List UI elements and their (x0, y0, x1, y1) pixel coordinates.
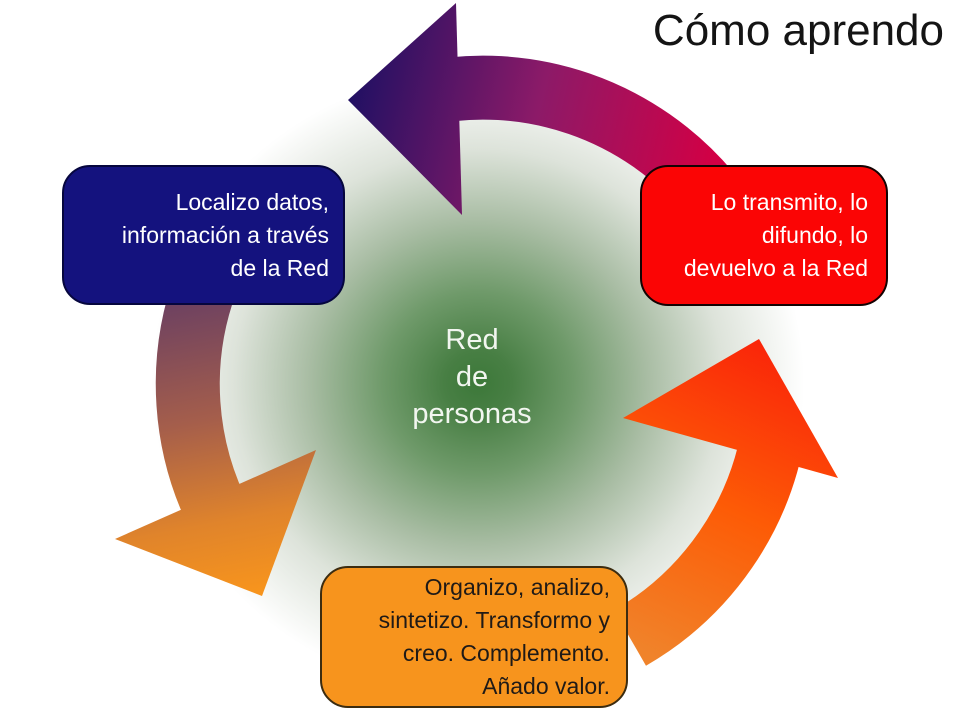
center-label: Red de personas (397, 322, 547, 433)
slide-title: Cómo aprendo (652, 6, 944, 55)
callout-locate-line: información a través (121, 221, 329, 248)
cycle-arrow-bottom-right-body (613, 423, 806, 666)
callout-organize-line: creo. Complemento. (402, 640, 610, 666)
cycle-arrow-bottom-right (613, 339, 838, 666)
cycle-arrow-bottom-right-head (623, 339, 838, 478)
cycle-arrow-top (348, 3, 734, 215)
cycle-arrow-top-head (348, 3, 462, 215)
center-label-line: personas (412, 398, 532, 430)
center-label-line: Red (445, 324, 499, 356)
callout-transmit-box: Lo transmito, lo difundo, lo devuelvo a … (640, 165, 888, 306)
callout-organize-box: Organizo, analizo, sintetizo. Transformo… (320, 566, 628, 708)
callout-locate-line: Localizo datos, (175, 188, 329, 215)
callout-transmit-line: Lo transmito, lo (710, 189, 868, 215)
cycle-arrow-left (115, 270, 316, 596)
callout-transmit-line: difundo, lo (761, 222, 868, 248)
cycle-arrow-top-body (415, 55, 734, 214)
center-label-line: de (455, 361, 489, 393)
cycle-arrow-left-head (115, 450, 316, 596)
callout-organize-line: Añado valor. (482, 673, 610, 699)
callout-transmit-line: devuelvo a la Red (683, 255, 868, 281)
cycle-arrow-left-body (155, 270, 251, 537)
callout-locate-line: de la Red (230, 254, 329, 281)
callout-organize-line: sintetizo. Transformo y (378, 607, 610, 633)
callout-organize-line: Organizo, analizo, (424, 574, 610, 600)
callout-locate-box: Localizo datos, información a través de … (62, 165, 345, 305)
